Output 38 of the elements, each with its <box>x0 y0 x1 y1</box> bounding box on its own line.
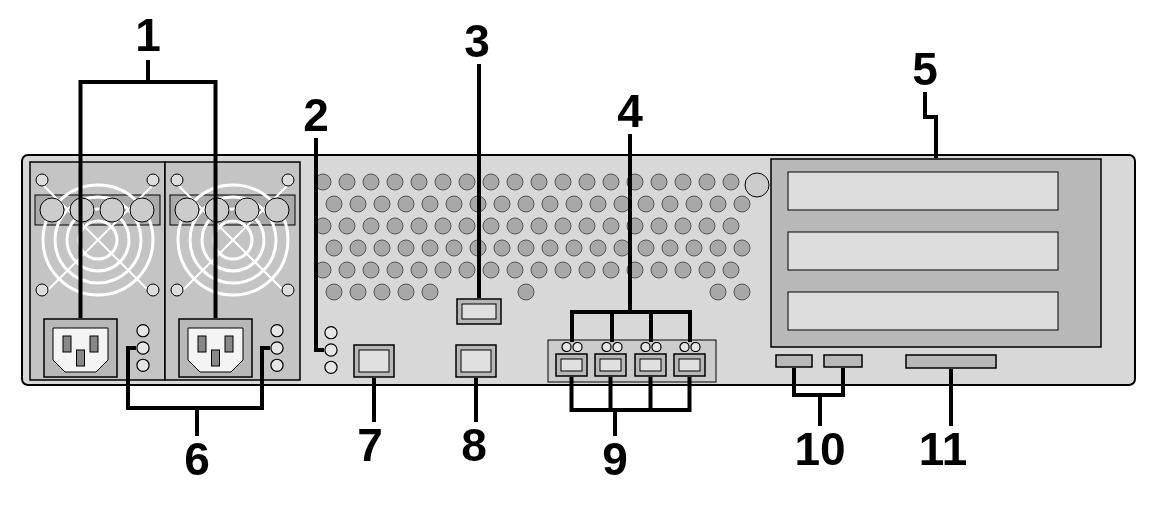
network-port <box>594 353 627 377</box>
callout-number: 7 <box>342 422 398 468</box>
power-inlet <box>178 318 253 378</box>
leader-line <box>474 378 478 422</box>
leader-line <box>314 138 324 352</box>
leader-line <box>372 378 376 422</box>
network-port <box>634 353 667 377</box>
callout-number: 11 <box>905 426 981 472</box>
status-led-group <box>136 322 150 374</box>
port-led-group <box>601 342 623 352</box>
usb-port <box>823 354 863 368</box>
leader-line <box>818 368 845 426</box>
callout-number: 5 <box>897 46 953 92</box>
callout-number: 8 <box>446 422 502 468</box>
callout-number: 1 <box>120 12 176 60</box>
leader-line <box>195 346 270 436</box>
network-port <box>353 344 395 378</box>
status-led-group <box>324 324 338 376</box>
network-port <box>673 353 706 377</box>
callout-number: 9 <box>587 436 643 482</box>
scsi-connector <box>905 354 997 369</box>
port-led-group <box>640 342 662 352</box>
callout-number: 10 <box>785 426 855 472</box>
usb-port <box>775 354 813 368</box>
leader-line <box>949 369 953 426</box>
leader-line <box>923 92 938 158</box>
status-led-group <box>270 322 284 374</box>
network-port <box>555 353 588 377</box>
callout-number: 2 <box>288 92 344 138</box>
port-led-group <box>561 342 583 352</box>
power-inlet <box>43 318 118 378</box>
callout-number: 4 <box>602 88 658 134</box>
callout-number: 3 <box>449 18 505 64</box>
network-port <box>455 344 497 378</box>
callout-number: 6 <box>169 436 225 482</box>
pci-slot-panel <box>770 158 1102 348</box>
serial-port <box>456 298 502 325</box>
port-led-group <box>679 342 701 352</box>
